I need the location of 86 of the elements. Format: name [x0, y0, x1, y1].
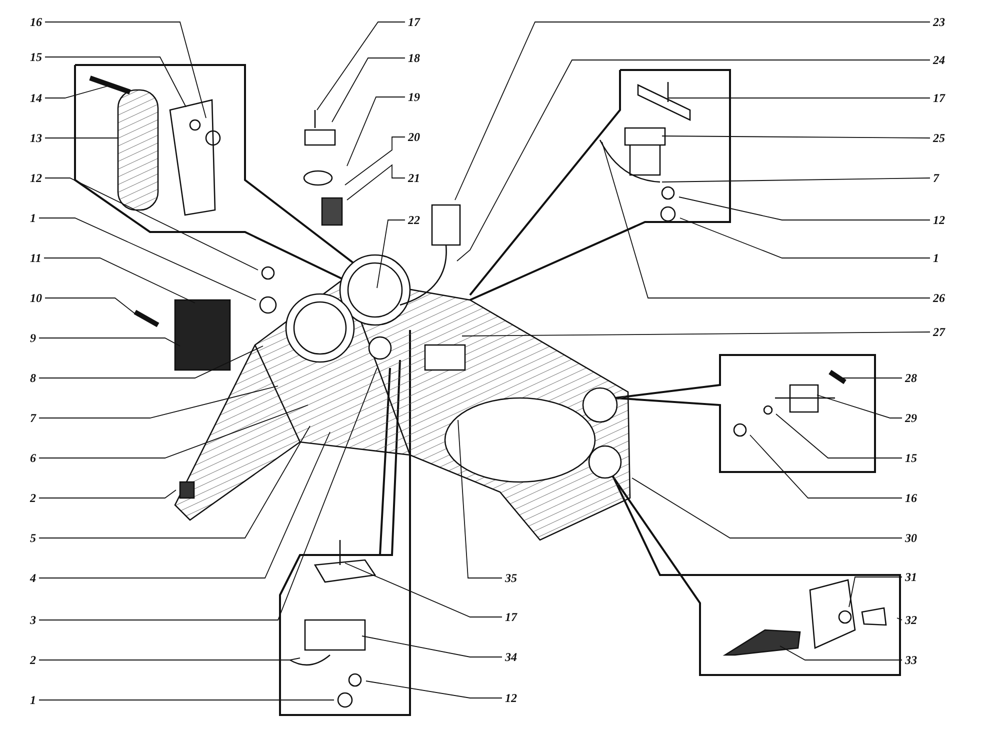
- leader-line: [38, 218, 256, 300]
- leader-line: [680, 218, 930, 258]
- leader-line: [44, 298, 138, 316]
- callout-number: 32: [905, 613, 917, 627]
- callout-number: 31: [905, 570, 917, 584]
- leader-line: [780, 646, 902, 660]
- leader-line: [346, 164, 406, 200]
- leader-line: [38, 368, 378, 620]
- callout-number: 17: [505, 610, 517, 624]
- callout-number: 15: [905, 451, 917, 465]
- callout-number: 22: [408, 213, 420, 227]
- leader-line: [38, 338, 180, 346]
- leader-line: [38, 658, 300, 660]
- callout-number: 20: [408, 130, 420, 144]
- callout-number: 4: [30, 571, 36, 585]
- leader-line: [896, 618, 902, 620]
- leader-line: [332, 58, 406, 122]
- leader-line: [848, 576, 902, 608]
- leader-line: [376, 220, 406, 288]
- leader-line: [662, 178, 930, 182]
- callout-number: 12: [933, 213, 945, 227]
- leader-line: [462, 332, 930, 336]
- leader-line: [38, 386, 278, 418]
- leader-line: [458, 420, 502, 578]
- callout-number: 5: [30, 531, 36, 545]
- leader-line: [456, 60, 930, 262]
- leader-line: [344, 136, 406, 186]
- callout-number: 11: [30, 251, 42, 265]
- leader-line: [454, 22, 930, 200]
- leader-line: [316, 22, 406, 110]
- leader-line: [44, 56, 186, 108]
- callout-number: 9: [30, 331, 36, 345]
- callout-number: 2: [30, 491, 36, 505]
- callout-number: 13: [30, 131, 42, 145]
- leader-line: [38, 404, 308, 458]
- leader-line: [44, 178, 258, 270]
- callout-number: 29: [905, 411, 917, 425]
- callout-number: 7: [30, 411, 36, 425]
- callout-number: 33: [905, 653, 917, 667]
- callout-number: 7: [933, 171, 939, 185]
- leader-line: [816, 394, 902, 418]
- callout-number: 21: [408, 171, 420, 185]
- leader-line: [38, 490, 176, 498]
- leader-line: [38, 346, 264, 378]
- callout-number: 24: [933, 53, 945, 67]
- callout-number: 1: [933, 251, 939, 265]
- leader-line: [366, 680, 502, 698]
- callout-number: 17: [408, 15, 420, 29]
- callout-number: 27: [933, 325, 945, 339]
- callout-number: 1: [30, 211, 36, 225]
- leader-line: [44, 86, 108, 98]
- callout-number: 12: [30, 171, 42, 185]
- callout-number: 34: [505, 650, 517, 664]
- leader-line: [38, 426, 310, 538]
- leader-line: [678, 196, 930, 220]
- callout-number: 35: [505, 571, 517, 585]
- callout-number: 15: [30, 50, 42, 64]
- callout-number: 28: [905, 371, 917, 385]
- callout-number: 23: [933, 15, 945, 29]
- callout-number: 6: [30, 451, 36, 465]
- callout-number: 8: [30, 371, 36, 385]
- leader-line: [632, 478, 902, 538]
- callout-number: 1: [30, 693, 36, 707]
- leader-line: [750, 434, 902, 498]
- leader-line: [776, 414, 902, 458]
- callout-number: 26: [933, 291, 945, 305]
- callout-number: 10: [30, 291, 42, 305]
- callout-number: 18: [408, 51, 420, 65]
- leader-line: [44, 258, 196, 304]
- callout-number: 16: [905, 491, 917, 505]
- leader-line: [662, 136, 930, 138]
- leader-line: [602, 142, 930, 298]
- leader-line: [362, 636, 502, 658]
- callout-number: 14: [30, 91, 42, 105]
- leader-line: [44, 22, 206, 118]
- callout-number: 2: [30, 653, 36, 667]
- callout-number: 16: [30, 15, 42, 29]
- callout-number: 17: [933, 91, 945, 105]
- callout-number: 30: [905, 531, 917, 545]
- callout-number: 19: [408, 90, 420, 104]
- callout-number: 25: [933, 131, 945, 145]
- leader-line: [344, 562, 502, 618]
- leader-line: [346, 96, 406, 166]
- callout-number: 3: [30, 613, 36, 627]
- callout-number: 12: [505, 691, 517, 705]
- leader-line: [38, 432, 330, 578]
